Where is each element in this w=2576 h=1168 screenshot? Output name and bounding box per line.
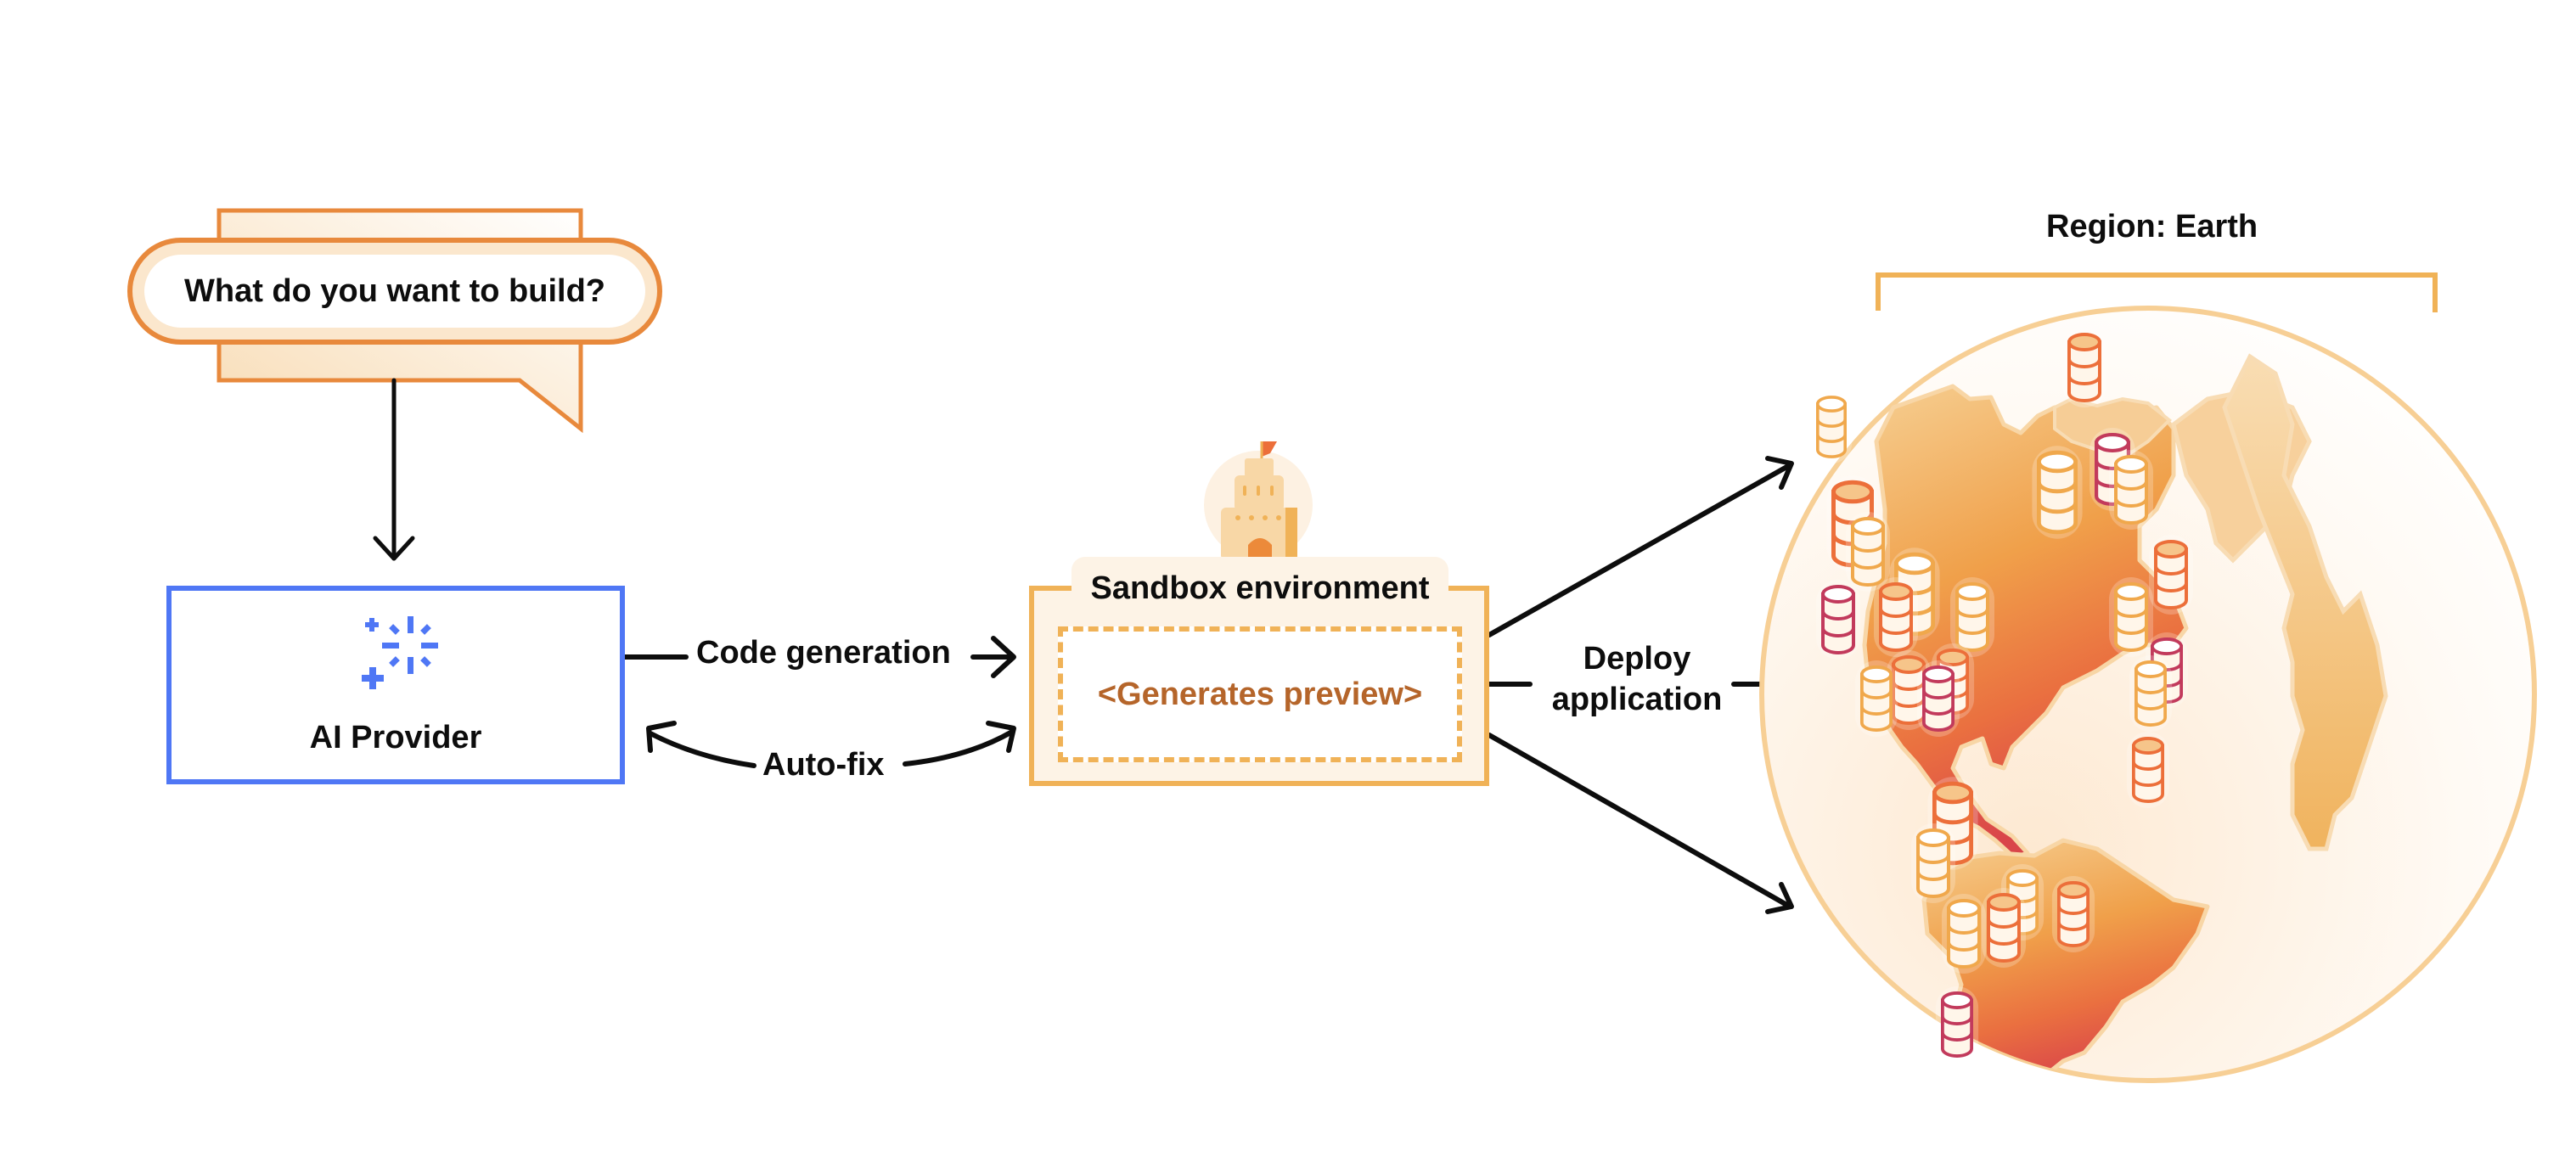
database-icon: [1950, 577, 1994, 657]
database-icon: [2062, 328, 2106, 407]
preview-text: <Generates preview>: [1097, 676, 1423, 712]
auto-fix-label: Auto-fix: [762, 747, 885, 783]
database-icon: [2109, 450, 2153, 530]
database-icon: [1911, 823, 1955, 903]
prompt-input-inner: What do you want to build?: [144, 255, 645, 328]
database-icon: [1916, 660, 1960, 738]
arrow-prompt-to-ai: [373, 378, 415, 561]
land-arctic-islands: [2053, 396, 2172, 461]
database-icon: [1874, 577, 1918, 657]
database-icon: [2051, 875, 2095, 953]
sandcastle-icon: [1221, 441, 1297, 562]
sandbox-label: Sandbox environment: [1090, 570, 1430, 606]
database-layer: [1810, 328, 2193, 1064]
database-icon: [1846, 512, 1890, 592]
database-icon: [1942, 894, 1986, 974]
sandbox-tab: Sandbox environment: [1071, 557, 1448, 620]
land-europe-africa: [2222, 353, 2388, 851]
code-generation-label: Code generation: [696, 635, 951, 671]
database-icon: [1854, 660, 1898, 738]
deploy-label-line1: Deploy: [1583, 641, 1691, 677]
database-icon: [2129, 654, 2173, 733]
deploy-label-line2: application: [1551, 682, 1723, 717]
region-bracket: [1876, 272, 2438, 312]
database-icon: [2032, 446, 2083, 539]
ai-provider-label: AI Provider: [309, 720, 482, 755]
database-icon: [1810, 390, 1853, 464]
database-icon: [1982, 888, 2026, 968]
prompt-text: What do you want to build?: [183, 272, 606, 309]
region-label: Region: Earth: [2046, 209, 2258, 244]
ai-provider-node: AI Provider: [166, 586, 625, 784]
database-icon: [2109, 577, 2153, 657]
deploy-application-label: Deploy application: [1544, 638, 1730, 720]
arrow-code-generation: [622, 636, 1016, 678]
prompt-input[interactable]: What do you want to build?: [127, 238, 662, 345]
database-icon: [2149, 535, 2193, 615]
database-icon: [2126, 731, 2170, 809]
database-icon: [1816, 580, 1860, 660]
preview-area: <Generates preview>: [1058, 626, 1462, 762]
arrow-auto-fix: [646, 721, 1016, 768]
sparkle-loader-icon: [362, 616, 438, 689]
database-icon: [1935, 986, 1979, 1064]
